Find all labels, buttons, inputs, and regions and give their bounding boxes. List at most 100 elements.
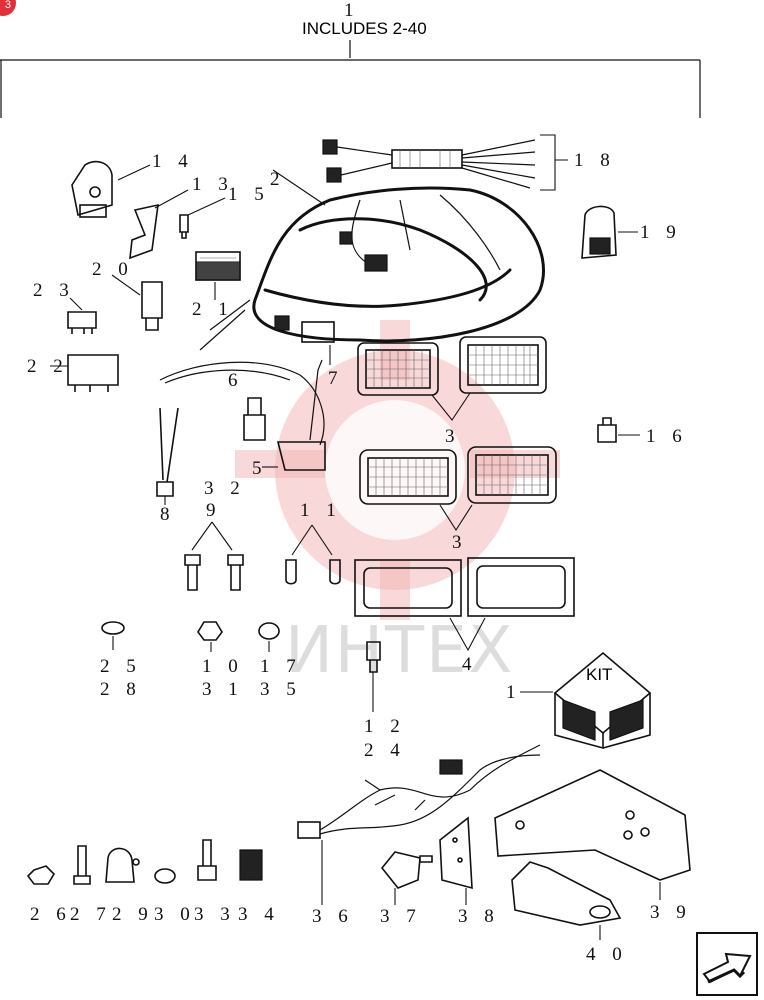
- leader-20: [111, 274, 141, 296]
- arrow-right-icon: [702, 952, 752, 984]
- label-12: 1 2: [364, 716, 406, 737]
- label-25: 2 5: [100, 656, 142, 677]
- bracket-40[interactable]: [511, 861, 622, 926]
- leader-18: [540, 134, 568, 191]
- part-16[interactable]: [597, 417, 617, 443]
- label-9: 9: [206, 500, 222, 521]
- leader-3-lower: [439, 504, 473, 532]
- corner-badge-text: 3: [4, 0, 11, 11]
- washer-30[interactable]: [154, 868, 176, 884]
- work-lamp-3-lower-left[interactable]: [359, 449, 457, 505]
- plate-38[interactable]: [439, 816, 473, 890]
- work-lamp-3-upper-left[interactable]: [357, 342, 439, 396]
- work-lamp-3-lower-right[interactable]: [467, 446, 557, 504]
- leader-14: [117, 164, 151, 181]
- label-1: 1: [506, 682, 522, 703]
- bolt-9-right[interactable]: [227, 554, 244, 591]
- label-7: 7: [328, 368, 344, 389]
- bracket-13[interactable]: [129, 203, 159, 260]
- next-page-button[interactable]: [696, 932, 758, 996]
- label-5: 5: [252, 458, 268, 479]
- label-6: 6: [228, 370, 244, 391]
- nut-10[interactable]: [197, 621, 223, 641]
- leader-11: [291, 524, 333, 556]
- leader-13: [154, 189, 189, 209]
- label-4: 4: [462, 654, 478, 675]
- screw-33[interactable]: [197, 839, 217, 881]
- washer-25[interactable]: [101, 621, 125, 635]
- leader-3-upper: [431, 392, 471, 421]
- corner-badge: 3: [0, 0, 16, 16]
- bulb-11-left[interactable]: [285, 559, 297, 585]
- label-23: 2 3: [33, 280, 75, 301]
- harness-18[interactable]: [322, 139, 536, 189]
- horn-29[interactable]: [105, 847, 135, 883]
- label-20: 2 0: [92, 259, 134, 280]
- label-18: 1 8: [574, 150, 616, 171]
- assembly-title: INCLUDES 2-40: [302, 19, 427, 38]
- label-36: 3 6: [312, 906, 354, 927]
- leader-9: [191, 521, 233, 551]
- label-30: 3 0: [154, 904, 196, 925]
- nut-26[interactable]: [26, 865, 56, 885]
- label-35: 3 5: [260, 679, 302, 700]
- label-33: 3 3: [194, 904, 236, 925]
- label-31: 3 1: [202, 679, 244, 700]
- bulb-15[interactable]: [179, 214, 189, 239]
- label-38: 3 8: [458, 906, 500, 927]
- leader-15: [187, 197, 226, 216]
- assembly-number: 1: [344, 0, 360, 21]
- watermark-text: ИНТЕХ: [285, 614, 514, 688]
- leader-23: [69, 297, 83, 311]
- lamp-frame-4-left[interactable]: [354, 559, 462, 617]
- label-37: 3 7: [380, 906, 422, 927]
- label-3-upper: 3: [445, 426, 461, 447]
- label-22: 2 2: [27, 356, 69, 377]
- switch-37[interactable]: [380, 851, 433, 889]
- leader-4: [449, 617, 486, 652]
- housing-19[interactable]: [581, 205, 617, 259]
- label-24: 2 4: [364, 740, 406, 761]
- nut-17[interactable]: [258, 622, 280, 640]
- label-28: 2 8: [100, 679, 142, 700]
- label-11: 1 1: [300, 500, 342, 521]
- label-15: 1 5: [228, 184, 270, 205]
- bracket-39[interactable]: [494, 769, 691, 881]
- part-22[interactable]: [67, 354, 119, 392]
- label-13: 1 3: [192, 174, 234, 195]
- strap-8[interactable]: [156, 407, 179, 497]
- label-21: 2 1: [192, 299, 234, 320]
- relay-20[interactable]: [141, 281, 163, 331]
- harness-5[interactable]: [159, 359, 326, 471]
- label-14: 1 4: [152, 151, 194, 172]
- label-3-lower: 3: [452, 532, 468, 553]
- label-10: 1 0: [202, 656, 244, 677]
- main-harness[interactable]: [199, 186, 545, 351]
- label-40: 4 0: [586, 944, 628, 965]
- kit-label: KIT: [586, 665, 612, 684]
- lamp-frame-4-right[interactable]: [467, 557, 575, 617]
- label-34: 3 4: [238, 904, 280, 925]
- rocker-switch-34[interactable]: [239, 849, 263, 881]
- bulb-11-right[interactable]: [329, 559, 341, 585]
- label-39: 3 9: [650, 902, 692, 923]
- label-32: 3 2: [204, 478, 246, 499]
- bolt-9-left[interactable]: [184, 554, 201, 591]
- label-29: 2 9: [112, 904, 154, 925]
- header-bracket: [0, 40, 701, 118]
- switch-21[interactable]: [195, 251, 241, 281]
- bolt-27[interactable]: [73, 845, 91, 885]
- harness-36[interactable]: [297, 744, 541, 839]
- label-8: 8: [160, 504, 176, 525]
- label-17: 1 7: [260, 656, 302, 677]
- work-lamp-3-upper-right[interactable]: [459, 336, 547, 394]
- label-16: 1 6: [646, 426, 688, 447]
- label-19: 1 9: [640, 222, 682, 243]
- housing-14[interactable]: [71, 160, 113, 218]
- label-27: 2 7: [70, 904, 112, 925]
- part-23[interactable]: [67, 311, 97, 334]
- kit-box[interactable]: KIT: [553, 651, 652, 750]
- leader-2: [272, 169, 326, 206]
- fuse-holder-6[interactable]: [243, 397, 266, 441]
